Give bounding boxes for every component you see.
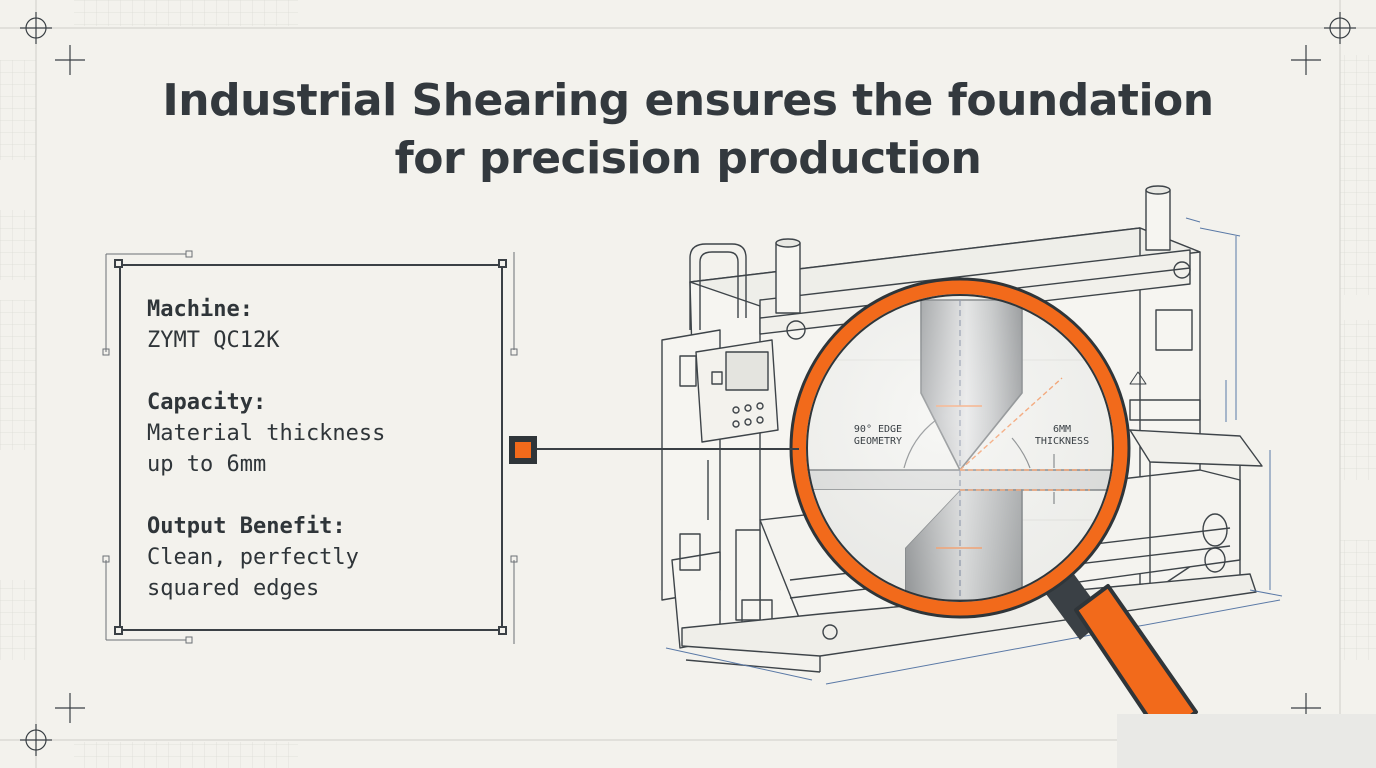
spec-value-capacity-1: Material thickness	[147, 421, 386, 446]
spec-box-guides	[102, 250, 518, 644]
spec-label-capacity: Capacity:	[147, 390, 267, 415]
spec-list: Machine: ZYMT QC12K Capacity: Material t…	[147, 294, 487, 635]
edge-geometry-label-line-1: 90° EDGE	[853, 424, 903, 435]
spec-value-capacity-2: up to 6mm	[147, 452, 267, 477]
thickness-label: 6MM THICKNESS	[1028, 424, 1096, 448]
spec-value-machine: ZYMT QC12K	[147, 328, 280, 353]
thickness-label-line-2: THICKNESS	[1034, 436, 1090, 447]
dimension-lines	[665, 217, 1283, 685]
spec-capacity: Capacity: Material thickness up to 6mm	[147, 387, 487, 480]
title-line-1: Industrial Shearing ensures the foundati…	[162, 75, 1214, 126]
connector-line	[537, 448, 799, 450]
edge-geometry-label: 90° EDGE GEOMETRY	[842, 424, 914, 448]
spec-label-machine: Machine:	[147, 297, 253, 322]
connector-node-accent	[515, 442, 531, 458]
spec-value-output-benefit-1: Clean, perfectly	[147, 545, 359, 570]
spec-box-corner-tl	[114, 259, 123, 268]
spec-box-corner-br	[498, 626, 507, 635]
magnifier-lens	[789, 277, 1131, 619]
spec-box-corner-bl	[114, 626, 123, 635]
spec-output-benefit: Output Benefit: Clean, perfectly squared…	[147, 511, 487, 604]
spec-machine: Machine: ZYMT QC12K	[147, 294, 487, 356]
spec-box	[119, 264, 503, 631]
title-line-2: for precision production	[394, 133, 982, 184]
registration-marks	[20, 12, 1356, 756]
corner-tab	[1117, 714, 1376, 768]
edge-geometry-label-line-2: GEOMETRY	[853, 436, 903, 447]
spec-value-output-benefit-2: squared edges	[147, 576, 320, 601]
spec-label-output-benefit: Output Benefit:	[147, 514, 346, 539]
page-title: Industrial Shearing ensures the foundati…	[0, 72, 1376, 188]
spec-box-corner-tr	[498, 259, 507, 268]
connector-node	[509, 436, 537, 464]
thickness-label-line-1: 6MM	[1052, 424, 1072, 435]
